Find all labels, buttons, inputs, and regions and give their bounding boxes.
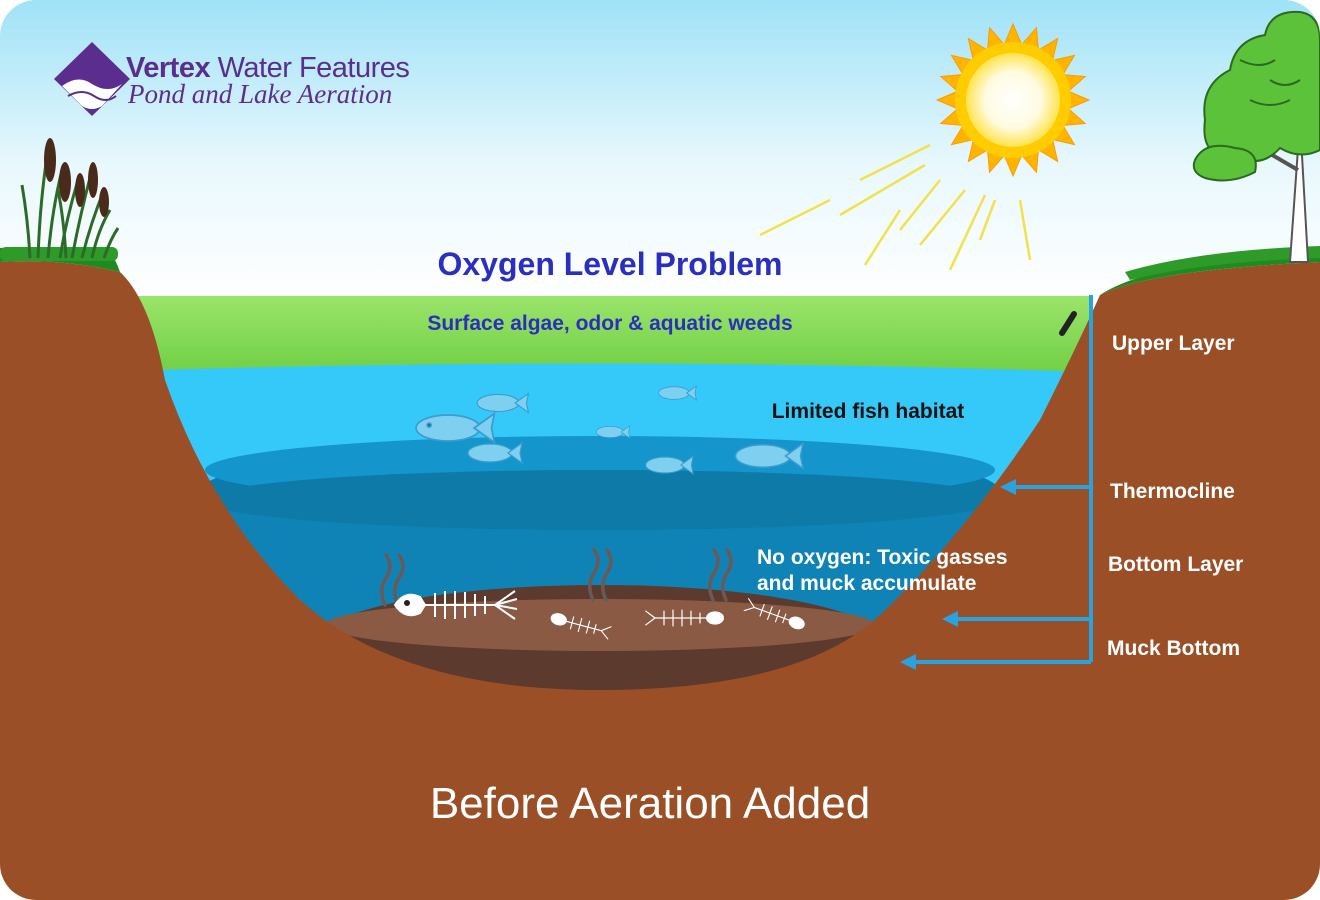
fish-skeletons — [393, 590, 805, 640]
brand-tagline: Pond and Lake Aeration — [127, 79, 392, 109]
label-bottom-layer: Bottom Layer — [1108, 553, 1243, 576]
sun-rays — [935, 22, 1091, 178]
bottom-water-top — [202, 470, 998, 530]
fish-skeleton-icon — [393, 590, 518, 620]
label-upper-layer: Upper Layer — [1112, 332, 1235, 355]
sun-icon — [935, 22, 1091, 178]
fish-skeleton-icon — [645, 609, 725, 627]
brand-name: Vertex Water Features — [126, 52, 409, 84]
cattail-heads — [44, 138, 109, 217]
right-grass-edge — [1125, 246, 1320, 280]
fish-skeleton-icon — [743, 597, 805, 630]
fish-icon — [595, 424, 631, 440]
caption: Before Aeration Added — [430, 779, 870, 828]
label-thermocline: Thermocline — [1110, 480, 1235, 503]
label-muck-bottom: Muck Bottom — [1107, 637, 1240, 660]
live-fish — [415, 385, 805, 476]
algae-layer — [90, 296, 1090, 376]
muck-top — [325, 599, 875, 651]
left-grass-edge — [0, 247, 118, 261]
bottom-annotation-line2: and muck accumulate — [757, 572, 976, 595]
aerator-pipe-icon — [1059, 311, 1077, 336]
fish-icon — [467, 441, 523, 465]
layer-indicator — [900, 295, 1093, 670]
tree-icon — [1192, 10, 1320, 263]
toxic-gas — [380, 548, 733, 607]
muck-bottom — [320, 585, 880, 695]
fish-skeleton-icon — [550, 613, 612, 640]
sun-beams — [759, 143, 1032, 271]
diagram-title: Oxygen Level Problem — [437, 246, 782, 282]
fish-icon — [658, 385, 698, 401]
fish-icon — [734, 441, 805, 471]
fish-annotation: Limited fish habitat — [772, 400, 965, 423]
surface-annotation: Surface algae, odor & aquatic weeds — [427, 312, 792, 335]
logo-icon — [54, 42, 130, 116]
fish-icon — [476, 392, 530, 414]
fish-icon — [415, 411, 496, 445]
bottom-annotation-line1: No oxygen: Toxic gasses — [757, 546, 1008, 569]
soil-ground — [0, 261, 1320, 900]
fish-icon — [645, 454, 694, 476]
sky — [0, 0, 1320, 300]
